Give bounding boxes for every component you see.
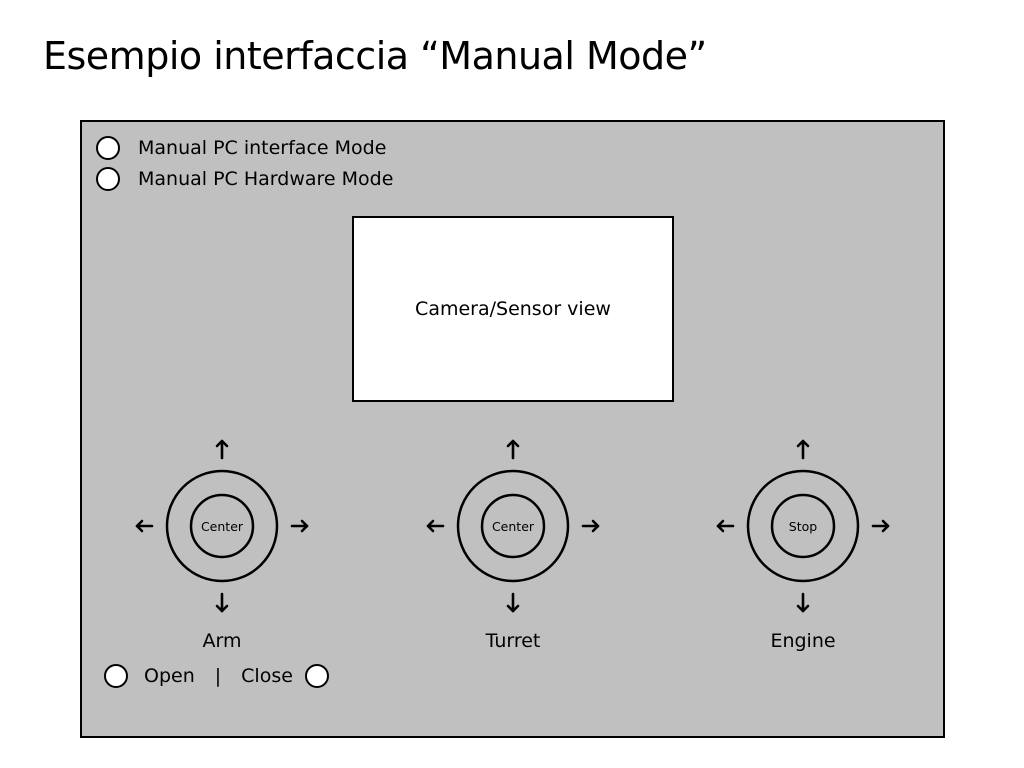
turret-joystick[interactable]: Center — [423, 436, 603, 616]
arm-joystick[interactable]: Center — [132, 436, 312, 616]
page-title: Esempio interfaccia “Manual Mode” — [43, 34, 707, 78]
radio-button-icon[interactable] — [104, 664, 128, 688]
mode-label-interface: Manual PC interface Mode — [138, 137, 387, 159]
joystick-rings — [135, 439, 309, 613]
arrow-up-icon[interactable] — [796, 439, 810, 460]
turret-center-button[interactable]: Center — [491, 518, 535, 534]
radio-button-icon[interactable] — [304, 664, 329, 688]
arrow-right-icon[interactable] — [581, 519, 600, 533]
arm-gripper-controls: Open | Close — [104, 664, 329, 688]
arrow-left-icon[interactable] — [716, 519, 735, 533]
gripper-open-label: Open — [144, 665, 195, 687]
engine-stop-button[interactable]: Stop — [788, 518, 818, 534]
arrow-up-icon[interactable] — [215, 439, 229, 460]
arrow-left-icon[interactable] — [426, 519, 445, 533]
arrow-down-icon[interactable] — [796, 592, 810, 613]
joystick-rings — [716, 439, 890, 613]
arrow-down-icon[interactable] — [506, 592, 520, 613]
radio-button-icon[interactable] — [96, 167, 120, 191]
arrow-up-icon[interactable] — [506, 439, 520, 460]
arrow-down-icon[interactable] — [215, 592, 229, 613]
arrow-right-icon[interactable] — [290, 519, 309, 533]
radio-button-icon[interactable] — [96, 136, 120, 160]
arm-label: Arm — [202, 630, 242, 652]
arrow-left-icon[interactable] — [135, 519, 154, 533]
gripper-separator: | — [214, 665, 222, 687]
turret-label: Turret — [485, 630, 541, 652]
arm-center-button[interactable]: Center — [200, 518, 244, 534]
gripper-close-label: Close — [241, 665, 293, 687]
mode-option-hardware[interactable]: Manual PC Hardware Mode — [96, 167, 393, 191]
camera-sensor-view: Camera/Sensor view — [352, 216, 674, 402]
engine-label: Engine — [770, 630, 836, 652]
engine-joystick[interactable]: Stop — [713, 436, 893, 616]
manual-mode-panel: Manual PC interface Mode Manual PC Hardw… — [80, 120, 945, 738]
camera-view-label: Camera/Sensor view — [415, 298, 611, 320]
mode-label-hardware: Manual PC Hardware Mode — [138, 168, 394, 190]
mode-option-interface[interactable]: Manual PC interface Mode — [96, 136, 386, 160]
joystick-rings — [426, 439, 600, 613]
arrow-right-icon[interactable] — [871, 519, 890, 533]
